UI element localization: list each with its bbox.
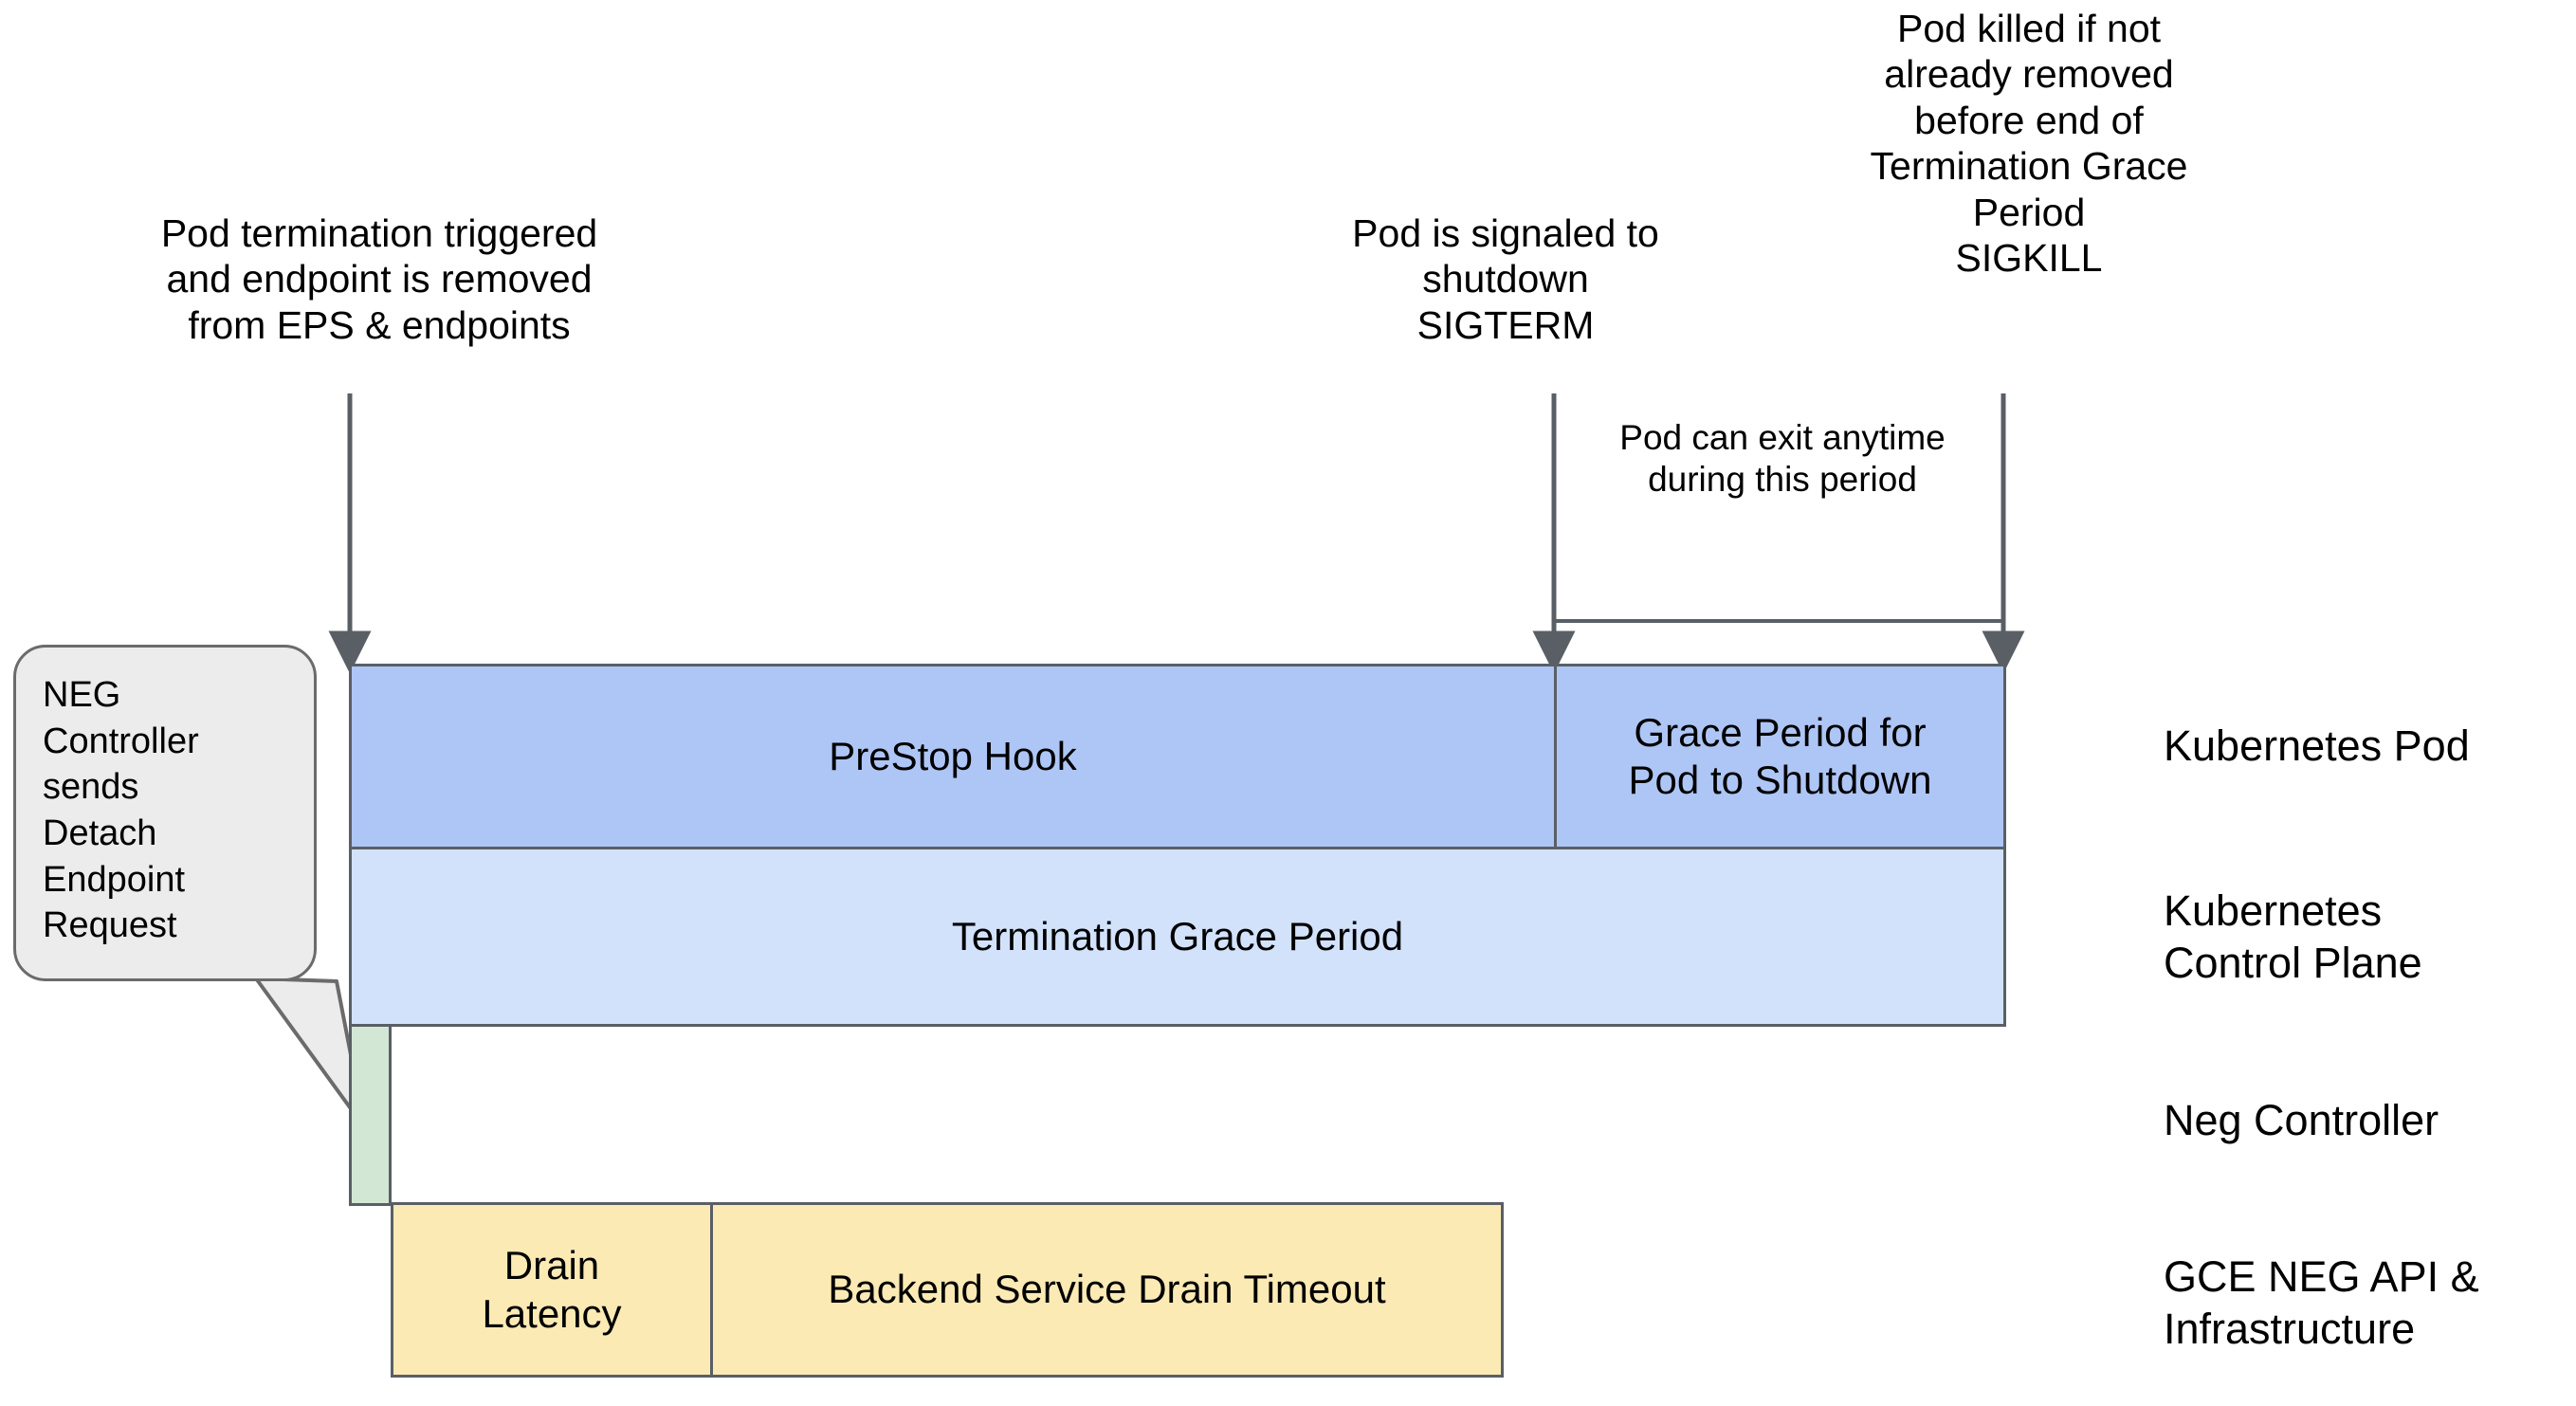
lane-label-kubernetes-pod: Kubernetes Pod — [2164, 721, 2470, 770]
bar-prestop-hook: PreStop Hook — [349, 664, 1557, 849]
bar-grace-period-pod-shutdown: Grace Period for Pod to Shutdown — [1554, 664, 2006, 849]
neg-controller-callout: NEG Controller sends Detach Endpoint Req… — [13, 645, 317, 981]
lane-label-gce-neg-api: GCE NEG API & Infrastructure — [2164, 1252, 2479, 1353]
bar-drain-latency: Drain Latency — [391, 1202, 713, 1378]
annotation-pod-termination-triggered: Pod termination triggered and endpoint i… — [160, 211, 598, 347]
annotation-pod-signaled-shutdown: Pod is signaled to shutdown SIGTERM — [1352, 211, 1659, 347]
annotation-pod-can-exit-anytime: Pod can exit anytime during this period — [1619, 418, 1946, 500]
annotation-pod-killed-sigkill: Pod killed if not already removed before… — [1870, 7, 2188, 280]
lane-label-kubernetes-control-plane: Kubernetes Control Plane — [2164, 886, 2422, 987]
bar-neg-detach — [349, 1024, 392, 1206]
bar-backend-service-drain-timeout: Backend Service Drain Timeout — [710, 1202, 1504, 1378]
lane-label-neg-controller: Neg Controller — [2164, 1096, 2439, 1144]
bar-termination-grace-period: Termination Grace Period — [349, 847, 2006, 1027]
